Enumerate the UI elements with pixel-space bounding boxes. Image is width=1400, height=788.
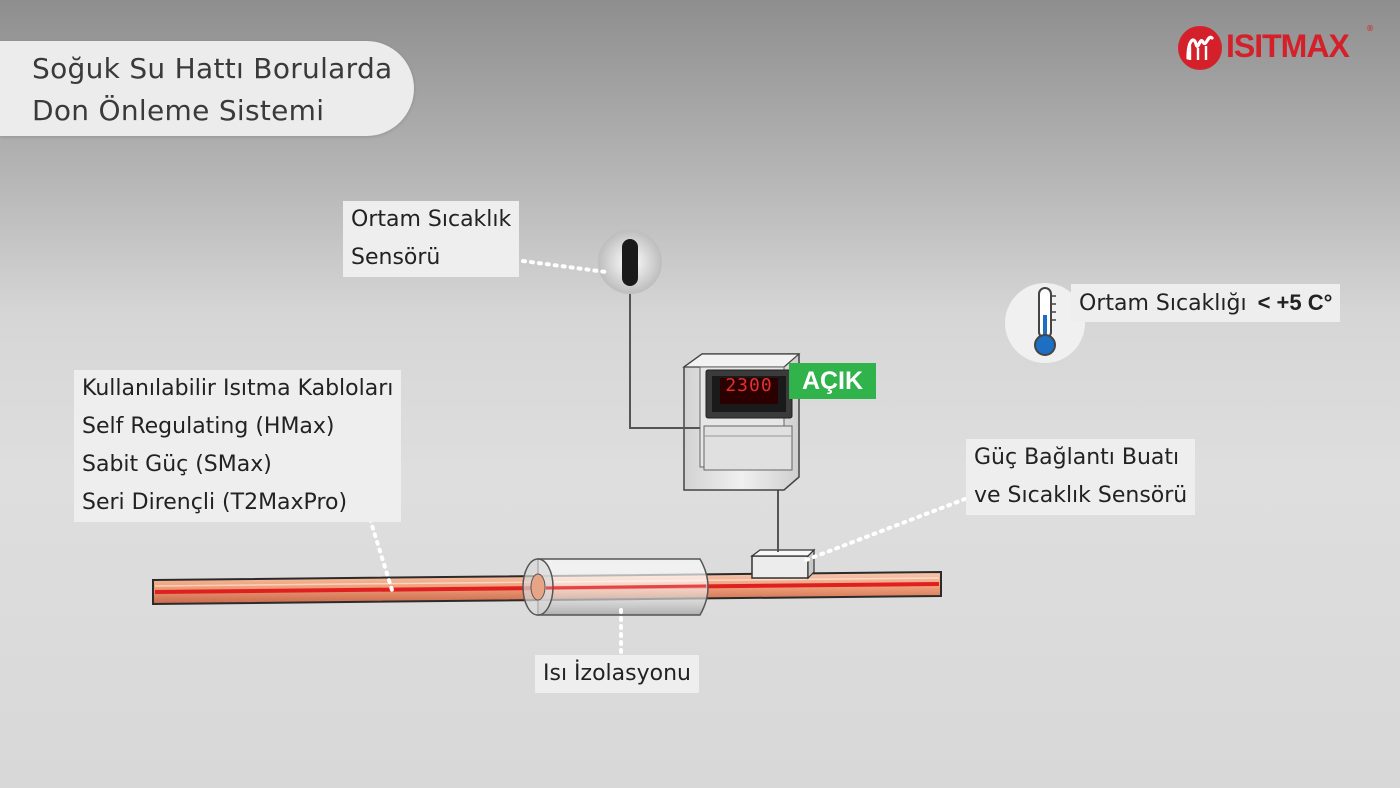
heating-cables-label: Kullanılabilir Isıtma Kabloları Self Reg…: [74, 370, 402, 522]
leader-lines: [368, 259, 967, 658]
controller-display-readout: 2300: [725, 375, 773, 396]
junction-label-line2: ve Sıcaklık Sensörü: [974, 483, 1188, 508]
cables-label-line1: Kullanılabilir Isıtma Kabloları: [82, 376, 394, 401]
ambient-sensor-label-line2: Sensörü: [351, 245, 441, 270]
ambient-sensor-label: Ortam Sıcaklık Sensörü: [343, 201, 520, 277]
title-line-1: Soğuk Su Hattı Borularda: [32, 52, 393, 85]
brand-logo: ISITMAX ®: [1176, 22, 1374, 74]
junction-box: [750, 548, 816, 580]
insulation-label-text: Isı İzolasyonu: [543, 661, 691, 686]
ambient-temperature-label: Ortam Sıcaklığı < +5 C°: [1071, 284, 1341, 322]
cables-label-line2: Self Regulating (HMax): [82, 414, 335, 439]
controller-status-badge: AÇIK: [789, 363, 876, 399]
registered-mark: ®: [1366, 24, 1374, 33]
leader-junction: [804, 497, 967, 562]
insulation-label: Isı İzolasyonu: [535, 655, 699, 693]
cables-label-line3: Sabit Güç (SMax): [82, 452, 272, 477]
leader-ambient-sensor: [521, 259, 608, 274]
ambient-sensor-label-line1: Ortam Sıcaklık: [351, 207, 512, 232]
junction-box-label: Güç Bağlantı Buatı ve Sıcaklık Sensörü: [966, 439, 1196, 515]
ambient-sensor: [598, 230, 662, 294]
title-card: Soğuk Su Hattı Borularda Don Önleme Sist…: [0, 41, 414, 136]
junction-label-line1: Güç Bağlantı Buatı: [974, 445, 1180, 470]
logo-mark-icon: [1178, 26, 1222, 70]
insulation-sleeve: [522, 558, 709, 616]
ambient-temp-text: Ortam Sıcaklığı: [1079, 291, 1247, 316]
title-line-2: Don Önleme Sistemi: [32, 94, 325, 127]
logo-text: ISITMAX: [1226, 28, 1350, 64]
sensor-wire: [629, 285, 700, 429]
thermostat-controller: [682, 353, 801, 491]
cables-label-line4: Seri Dirençli (T2MaxPro): [82, 490, 348, 515]
thermometer-icon: [1005, 283, 1085, 363]
ambient-temp-value: < +5 C°: [1257, 290, 1333, 315]
